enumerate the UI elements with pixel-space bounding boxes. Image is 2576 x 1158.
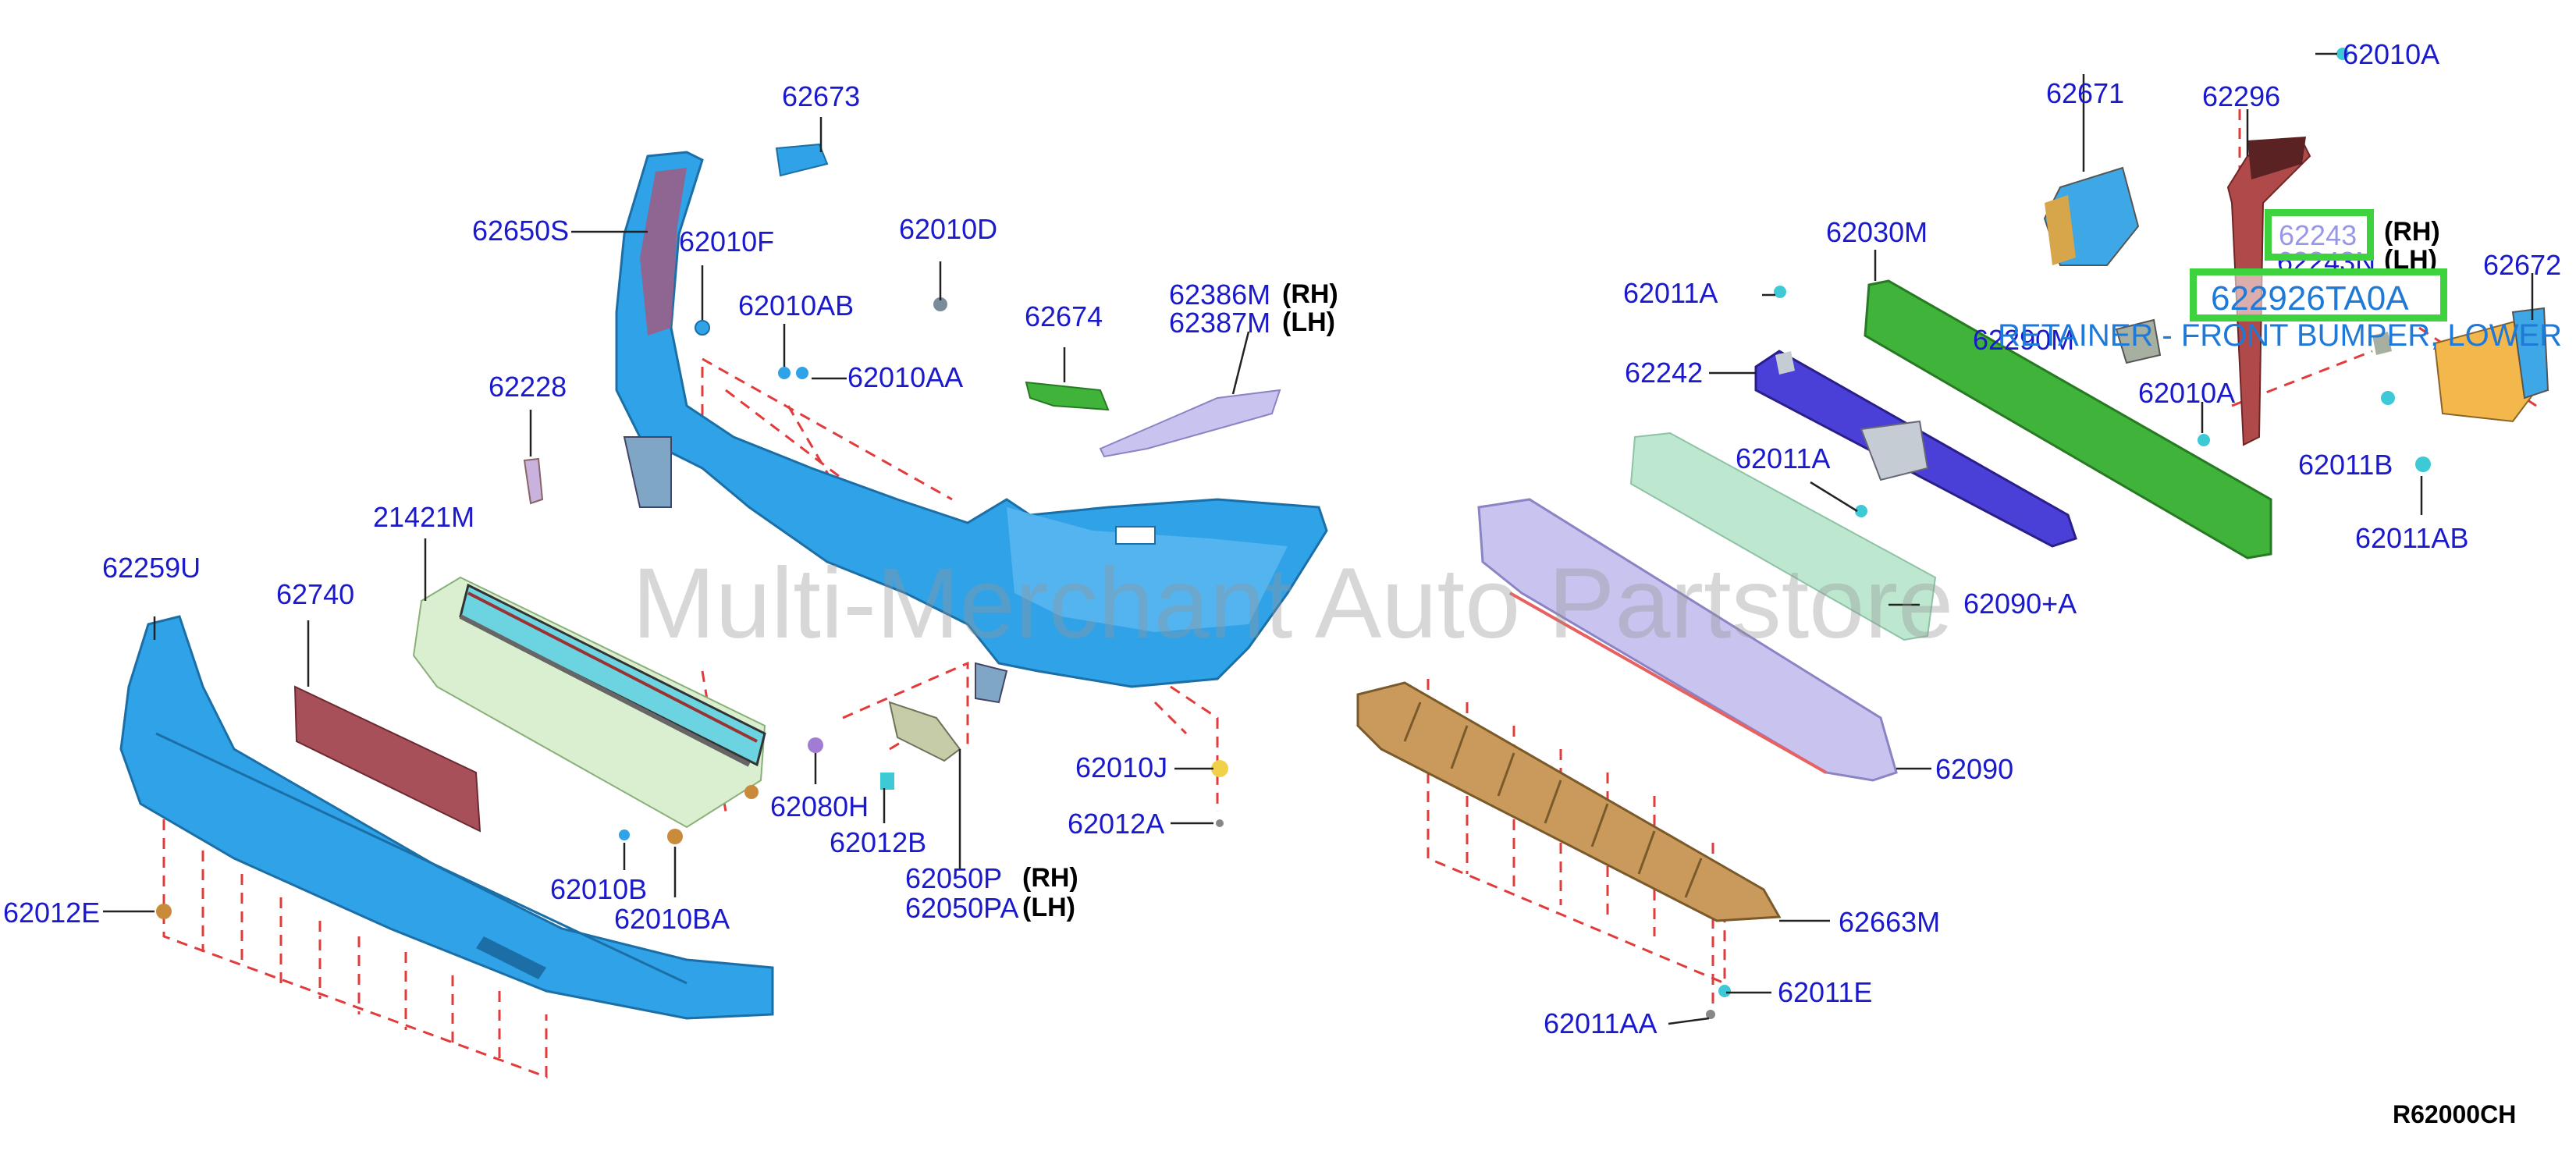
label-62242[interactable]: 62242 bbox=[1625, 357, 1704, 389]
watermark-text: Multi-Merchant Auto Partstore bbox=[632, 548, 1954, 659]
label-62011e[interactable]: 62011E bbox=[1778, 976, 1873, 1008]
label-62671[interactable]: 62671 bbox=[2046, 77, 2125, 109]
label-62228[interactable]: 62228 bbox=[489, 371, 567, 403]
label-62080h[interactable]: 62080H bbox=[770, 790, 869, 822]
label-62259u[interactable]: 62259U bbox=[102, 552, 201, 584]
label-62673[interactable]: 62673 bbox=[782, 80, 861, 112]
label-62386m[interactable]: 62386M bbox=[1169, 279, 1271, 311]
highlight-box-part-number[interactable]: 622926TA0A bbox=[2190, 268, 2447, 321]
label-62296[interactable]: 62296 bbox=[2202, 80, 2281, 112]
label-62030m[interactable]: 62030M bbox=[1826, 216, 1928, 248]
part-description-tooltip: RETAINER - FRONT BUMPER, LOWER bbox=[1998, 318, 2563, 353]
part-62228-shape bbox=[523, 457, 544, 505]
side-rh-62386m: (RH) bbox=[1282, 279, 1338, 309]
label-62090[interactable]: 62090 bbox=[1935, 753, 2014, 785]
label-62672[interactable]: 62672 bbox=[2483, 249, 2562, 281]
label-62050p[interactable]: 62050P bbox=[905, 862, 1003, 894]
label-62010a-mid[interactable]: 62010A bbox=[2138, 377, 2236, 409]
label-62010a-top[interactable]: 62010A bbox=[2343, 38, 2440, 70]
front-bumper-fascia bbox=[615, 151, 1328, 704]
label-62740[interactable]: 62740 bbox=[276, 578, 355, 610]
label-62010ba[interactable]: 62010BA bbox=[614, 903, 730, 935]
label-62011b[interactable]: 62011B bbox=[2298, 449, 2393, 481]
label-62010d[interactable]: 62010D bbox=[899, 213, 998, 245]
lower-bumper bbox=[119, 615, 774, 1020]
label-21421m[interactable]: 21421M bbox=[373, 501, 475, 533]
leader-lines bbox=[103, 52, 2534, 1025]
part-62674-shape bbox=[1025, 381, 1110, 411]
side-lh-62050pa: (LH) bbox=[1022, 893, 1075, 922]
part-62673-shape bbox=[775, 143, 829, 177]
label-62011aa[interactable]: 62011AA bbox=[1544, 1007, 1658, 1039]
diagram-code: R62000CH bbox=[2393, 1100, 2517, 1128]
label-62650s[interactable]: 62650S bbox=[472, 215, 570, 247]
highlight-box-62243 bbox=[2265, 209, 2374, 261]
highlighted-part-number[interactable]: 622926TA0A bbox=[2211, 279, 2409, 318]
label-62012b[interactable]: 62012B bbox=[830, 826, 927, 858]
label-62387m[interactable]: 62387M bbox=[1169, 307, 1271, 339]
side-rh-62243: (RH) bbox=[2384, 217, 2440, 247]
side-rh-62050p: (RH) bbox=[1022, 863, 1078, 893]
label-62010aa[interactable]: 62010AA bbox=[847, 361, 964, 393]
grille-assembly bbox=[412, 576, 766, 829]
reinforcement-shape bbox=[1864, 279, 2272, 559]
label-62010f[interactable]: 62010F bbox=[679, 226, 775, 258]
label-62010ab[interactable]: 62010AB bbox=[738, 290, 855, 321]
part-62740-shape bbox=[293, 685, 481, 833]
label-62090a[interactable]: 62090+A bbox=[1963, 588, 2077, 620]
label-62674[interactable]: 62674 bbox=[1025, 300, 1103, 332]
label-62012a[interactable]: 62012A bbox=[1068, 808, 1165, 840]
side-lh-62387m: (LH) bbox=[1282, 307, 1335, 337]
label-62050pa[interactable]: 62050PA bbox=[905, 892, 1019, 924]
label-62012e[interactable]: 62012E bbox=[3, 897, 101, 929]
label-62011a-1[interactable]: 62011A bbox=[1623, 277, 1718, 309]
label-62010b[interactable]: 62010B bbox=[550, 873, 648, 905]
part-62386m-shape bbox=[1099, 389, 1281, 458]
label-62010j[interactable]: 62010J bbox=[1075, 751, 1168, 783]
label-62011ab[interactable]: 62011AB bbox=[2355, 522, 2469, 554]
label-62663m[interactable]: 62663M bbox=[1839, 906, 1941, 938]
label-62290m[interactable]: 62290M bbox=[1973, 324, 2075, 356]
label-62011a-2[interactable]: 62011A bbox=[1736, 442, 1831, 474]
